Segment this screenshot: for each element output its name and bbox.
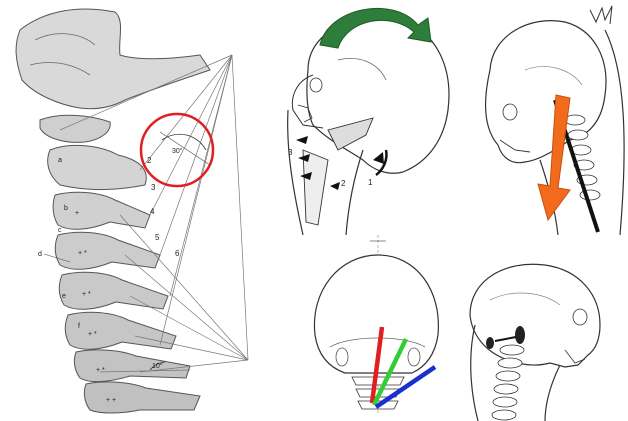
flexion-head-panel: 1 2 3: [268, 0, 468, 235]
svg-text:+: +: [75, 210, 79, 217]
svg-text:+ *: + *: [82, 291, 91, 298]
forward-head-drawing: [470, 0, 628, 235]
forward-head-panel: [470, 0, 628, 235]
vertebra-label-c: c: [58, 227, 62, 234]
cervical-spine-lateral-panel: + + * + * + * + * + + 2 3 4 5 6 a b c d …: [0, 0, 270, 421]
arrow-label-3: 3: [288, 148, 293, 157]
vertebra-label-d: d: [38, 251, 42, 258]
vertebra-label-f: f: [78, 323, 80, 330]
vertebra-label-e: e: [62, 293, 66, 300]
arrow-label-1: 1: [368, 178, 373, 187]
line-label-3: 3: [151, 183, 156, 192]
line-label-6: 6: [175, 249, 180, 258]
posterior-skull-panel: [300, 235, 450, 421]
line-label-5: 5: [155, 233, 160, 242]
vertebra-label-a: a: [58, 157, 62, 164]
lateral-neck-drawing: [450, 255, 620, 421]
posterior-skull-drawing: [300, 235, 450, 421]
line-label-2: 2: [147, 156, 152, 165]
svg-text:+ *: + *: [78, 250, 87, 257]
svg-text:+ +: + +: [106, 397, 116, 404]
line-label-4: 4: [150, 207, 155, 216]
arrow-label-2: 2: [341, 179, 346, 188]
angle-label-10: 10°: [152, 362, 163, 370]
angle-label-30: 30°: [172, 147, 183, 155]
svg-text:+ *: + *: [96, 367, 105, 374]
cervical-spine-drawing: + + * + * + * + * + + 2 3 4 5 6 a b c d …: [0, 0, 270, 421]
flexion-head-drawing: 1 2 3: [268, 0, 468, 235]
svg-text:+ *: + *: [88, 331, 97, 338]
lateral-neck-panel: [450, 255, 620, 421]
vertebra-label-b: b: [64, 205, 68, 212]
